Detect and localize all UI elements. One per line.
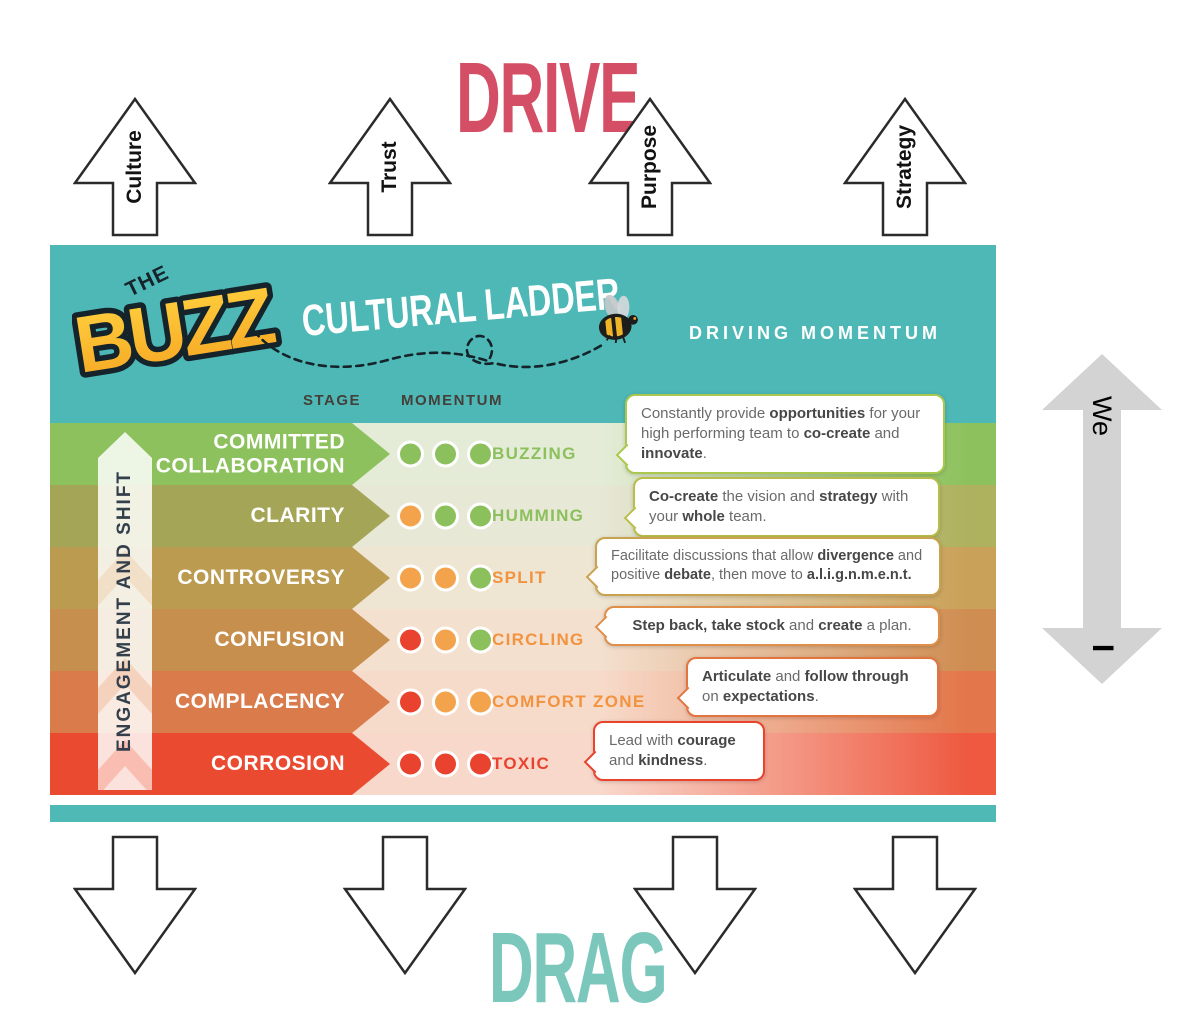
- bee-icon: [598, 295, 638, 343]
- momentum-label: HUMMING: [492, 506, 585, 525]
- up-arrow-icon: [588, 97, 712, 237]
- momentum-label: CIRCLING: [492, 630, 585, 649]
- red-dot: [467, 750, 494, 778]
- stage-label: CONFUSION: [214, 628, 345, 652]
- tip-humming: Co-create the vision and strategy with y…: [633, 477, 940, 538]
- momentum-label: TOXIC: [492, 754, 551, 773]
- orange-dot: [397, 502, 424, 530]
- momentum-label: SPLIT: [492, 568, 547, 587]
- momentum-dots: [397, 626, 494, 654]
- drag-arrow: [853, 835, 977, 975]
- bee-flight-path-icon: [252, 329, 604, 369]
- panel-header: THE BUZZ CULTURAL LADDER: [50, 245, 996, 423]
- we-i-arrow: [1042, 354, 1162, 684]
- buzz-logo: THE BUZZ: [72, 261, 285, 395]
- i-label: I: [1086, 643, 1119, 653]
- column-header-stage: STAGE: [302, 392, 362, 409]
- stage-label: CLARITY: [250, 504, 345, 528]
- drive-title: DRIVE: [456, 42, 641, 154]
- down-arrow-icon: [853, 835, 977, 975]
- tip-toxic: Lead with courage and kindness.: [593, 721, 765, 782]
- drag-arrow: [343, 835, 467, 975]
- green-dot: [467, 440, 494, 468]
- drive-arrow-trust: Trust: [328, 97, 452, 237]
- orange-dot: [467, 688, 494, 716]
- driving-momentum-label: DRIVING MOMENTUM: [689, 323, 941, 343]
- down-arrow-icon: [633, 835, 757, 975]
- engagement-shift-arrow: ENGAGEMENT AND SHIFT: [98, 432, 152, 790]
- row-corrosion: CORROSION TOXIC: [50, 733, 996, 795]
- drag-arrow: [633, 835, 757, 975]
- row-committed-collaboration: COMMITTED COLLABORATION BUZZING: [50, 423, 996, 485]
- up-arrow-icon: [843, 97, 967, 237]
- stage-label: COMMITTED COLLABORATION: [155, 430, 345, 477]
- we-label: We: [1087, 395, 1118, 436]
- orange-dot: [432, 564, 459, 592]
- momentum-dots: [397, 564, 494, 592]
- main-panel: THE BUZZ CULTURAL LADDER: [50, 245, 996, 822]
- drag-title: DRAG: [488, 912, 668, 1024]
- tip-split: Facilitate discussions that allow diverg…: [595, 537, 941, 596]
- drive-arrow-strategy: Strategy: [843, 97, 967, 237]
- red-dot: [397, 626, 424, 654]
- logo-buzz-text: BUZZ: [72, 271, 280, 390]
- drive-arrow-label: Purpose: [638, 124, 661, 210]
- momentum-dots: [397, 502, 494, 530]
- momentum-dots: [397, 750, 494, 778]
- bottom-teal-band: [50, 805, 996, 822]
- orange-dot: [432, 688, 459, 716]
- green-dot: [467, 564, 494, 592]
- up-arrow-icon: [328, 97, 452, 237]
- column-header-momentum: MOMENTUM: [401, 392, 503, 409]
- momentum-label: BUZZING: [492, 444, 577, 463]
- stage-label: COMPLACENCY: [174, 690, 345, 714]
- orange-dot: [432, 626, 459, 654]
- stage-label: CORROSION: [210, 752, 345, 776]
- red-dot: [397, 688, 424, 716]
- red-dot: [432, 750, 459, 778]
- orange-dot: [397, 564, 424, 592]
- momentum-label: COMFORT ZONE: [492, 692, 646, 711]
- tip-comfort-zone: Articulate and follow through on expecta…: [686, 657, 939, 718]
- momentum-dots: [397, 440, 494, 468]
- drag-arrow: [73, 835, 197, 975]
- tip-buzzing: Constantly provide opportunities for you…: [625, 394, 945, 475]
- down-arrow-icon: [73, 835, 197, 975]
- up-arrow-icon: [73, 97, 197, 237]
- drive-arrow-label: Culture: [123, 130, 146, 204]
- drive-arrow-label: Strategy: [893, 124, 916, 210]
- stage-label: CONTROVERSY: [177, 566, 345, 590]
- momentum-dots: [397, 688, 494, 716]
- green-dot: [432, 502, 459, 530]
- green-dot: [467, 502, 494, 530]
- drive-arrow-label: Trust: [378, 141, 401, 193]
- drive-arrow-culture: Culture: [73, 97, 197, 237]
- down-arrow-icon: [343, 835, 467, 975]
- tip-circling: Step back, take stock and create a plan.: [604, 606, 940, 647]
- drive-arrow-purpose: Purpose: [588, 97, 712, 237]
- red-dot: [397, 750, 424, 778]
- green-dot: [397, 440, 424, 468]
- green-dot: [432, 440, 459, 468]
- green-dot: [467, 626, 494, 654]
